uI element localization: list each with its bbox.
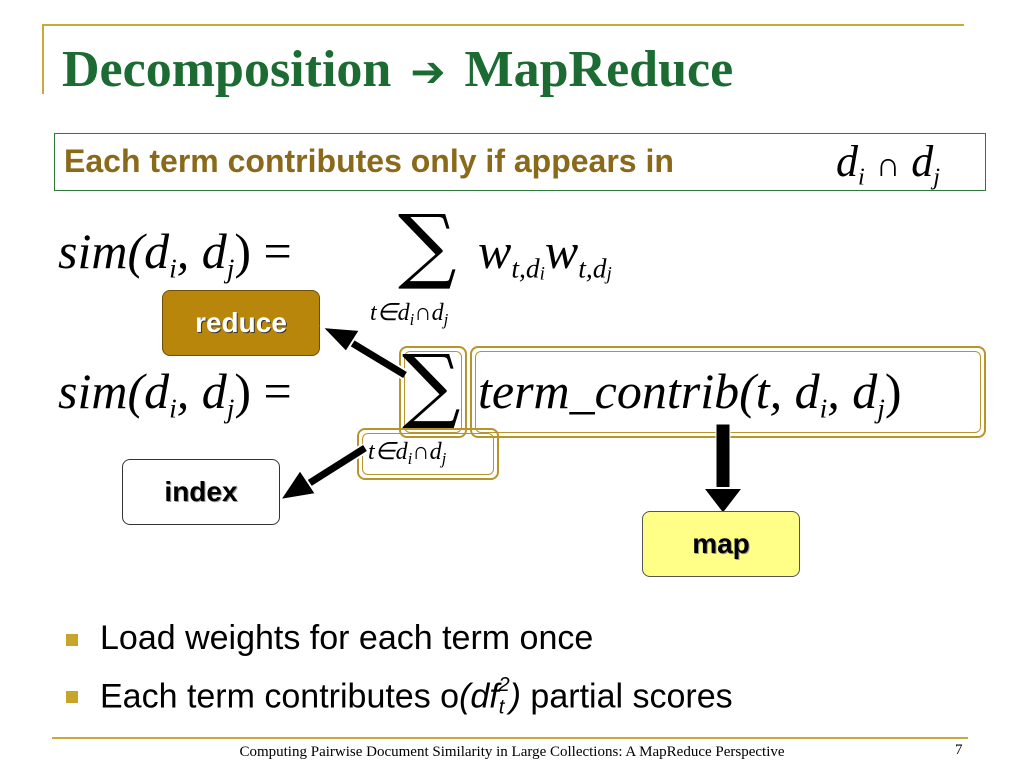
sigma-highlight (399, 346, 467, 438)
slide-title: Decomposition ➔ MapReduce (62, 40, 733, 99)
equation-1-lhs: sim(di, dj) = (58, 223, 292, 284)
reduce-arrow (319, 325, 408, 380)
reduce-label: reduce (162, 290, 320, 356)
callout-box (54, 133, 986, 191)
left-rule (42, 24, 44, 94)
equation-2-sum-range: t∈di∩dj (368, 439, 447, 469)
right-arrow-icon: ➔ (410, 47, 446, 96)
page-number: 7 (955, 742, 963, 758)
title-right: MapReduce (464, 41, 734, 98)
bullet-icon (66, 634, 78, 646)
footer-rule (52, 737, 968, 739)
equation-1-sum-range: t∈di∩dj (370, 300, 449, 330)
map-arrow (700, 423, 746, 516)
equation-1-sigma: ∑ (398, 198, 457, 293)
map-label: map (642, 511, 800, 577)
equation-2-lhs: sim(di, dj) = (58, 363, 292, 424)
index-arrow (277, 443, 368, 502)
equation-2-rhs: term_contrib(t, di, dj) (478, 363, 902, 424)
callout-formula: di ∩ dj (836, 137, 941, 191)
title-left: Decomposition (62, 41, 392, 98)
bullet-icon (66, 691, 78, 703)
bullet-2: Each term contributes o(dft2) partial sc… (100, 674, 733, 719)
equation-1-rhs: wt,diwt,dj (478, 223, 612, 285)
equation-2-sigma: ∑ (402, 338, 461, 433)
footer-text: Computing Pairwise Document Similarity i… (239, 744, 785, 760)
callout-text: Each term contributes only if appears in (64, 143, 674, 179)
top-rule (42, 24, 964, 26)
bullet-1: Load weights for each term once (100, 619, 594, 657)
index-label: index (122, 459, 280, 525)
